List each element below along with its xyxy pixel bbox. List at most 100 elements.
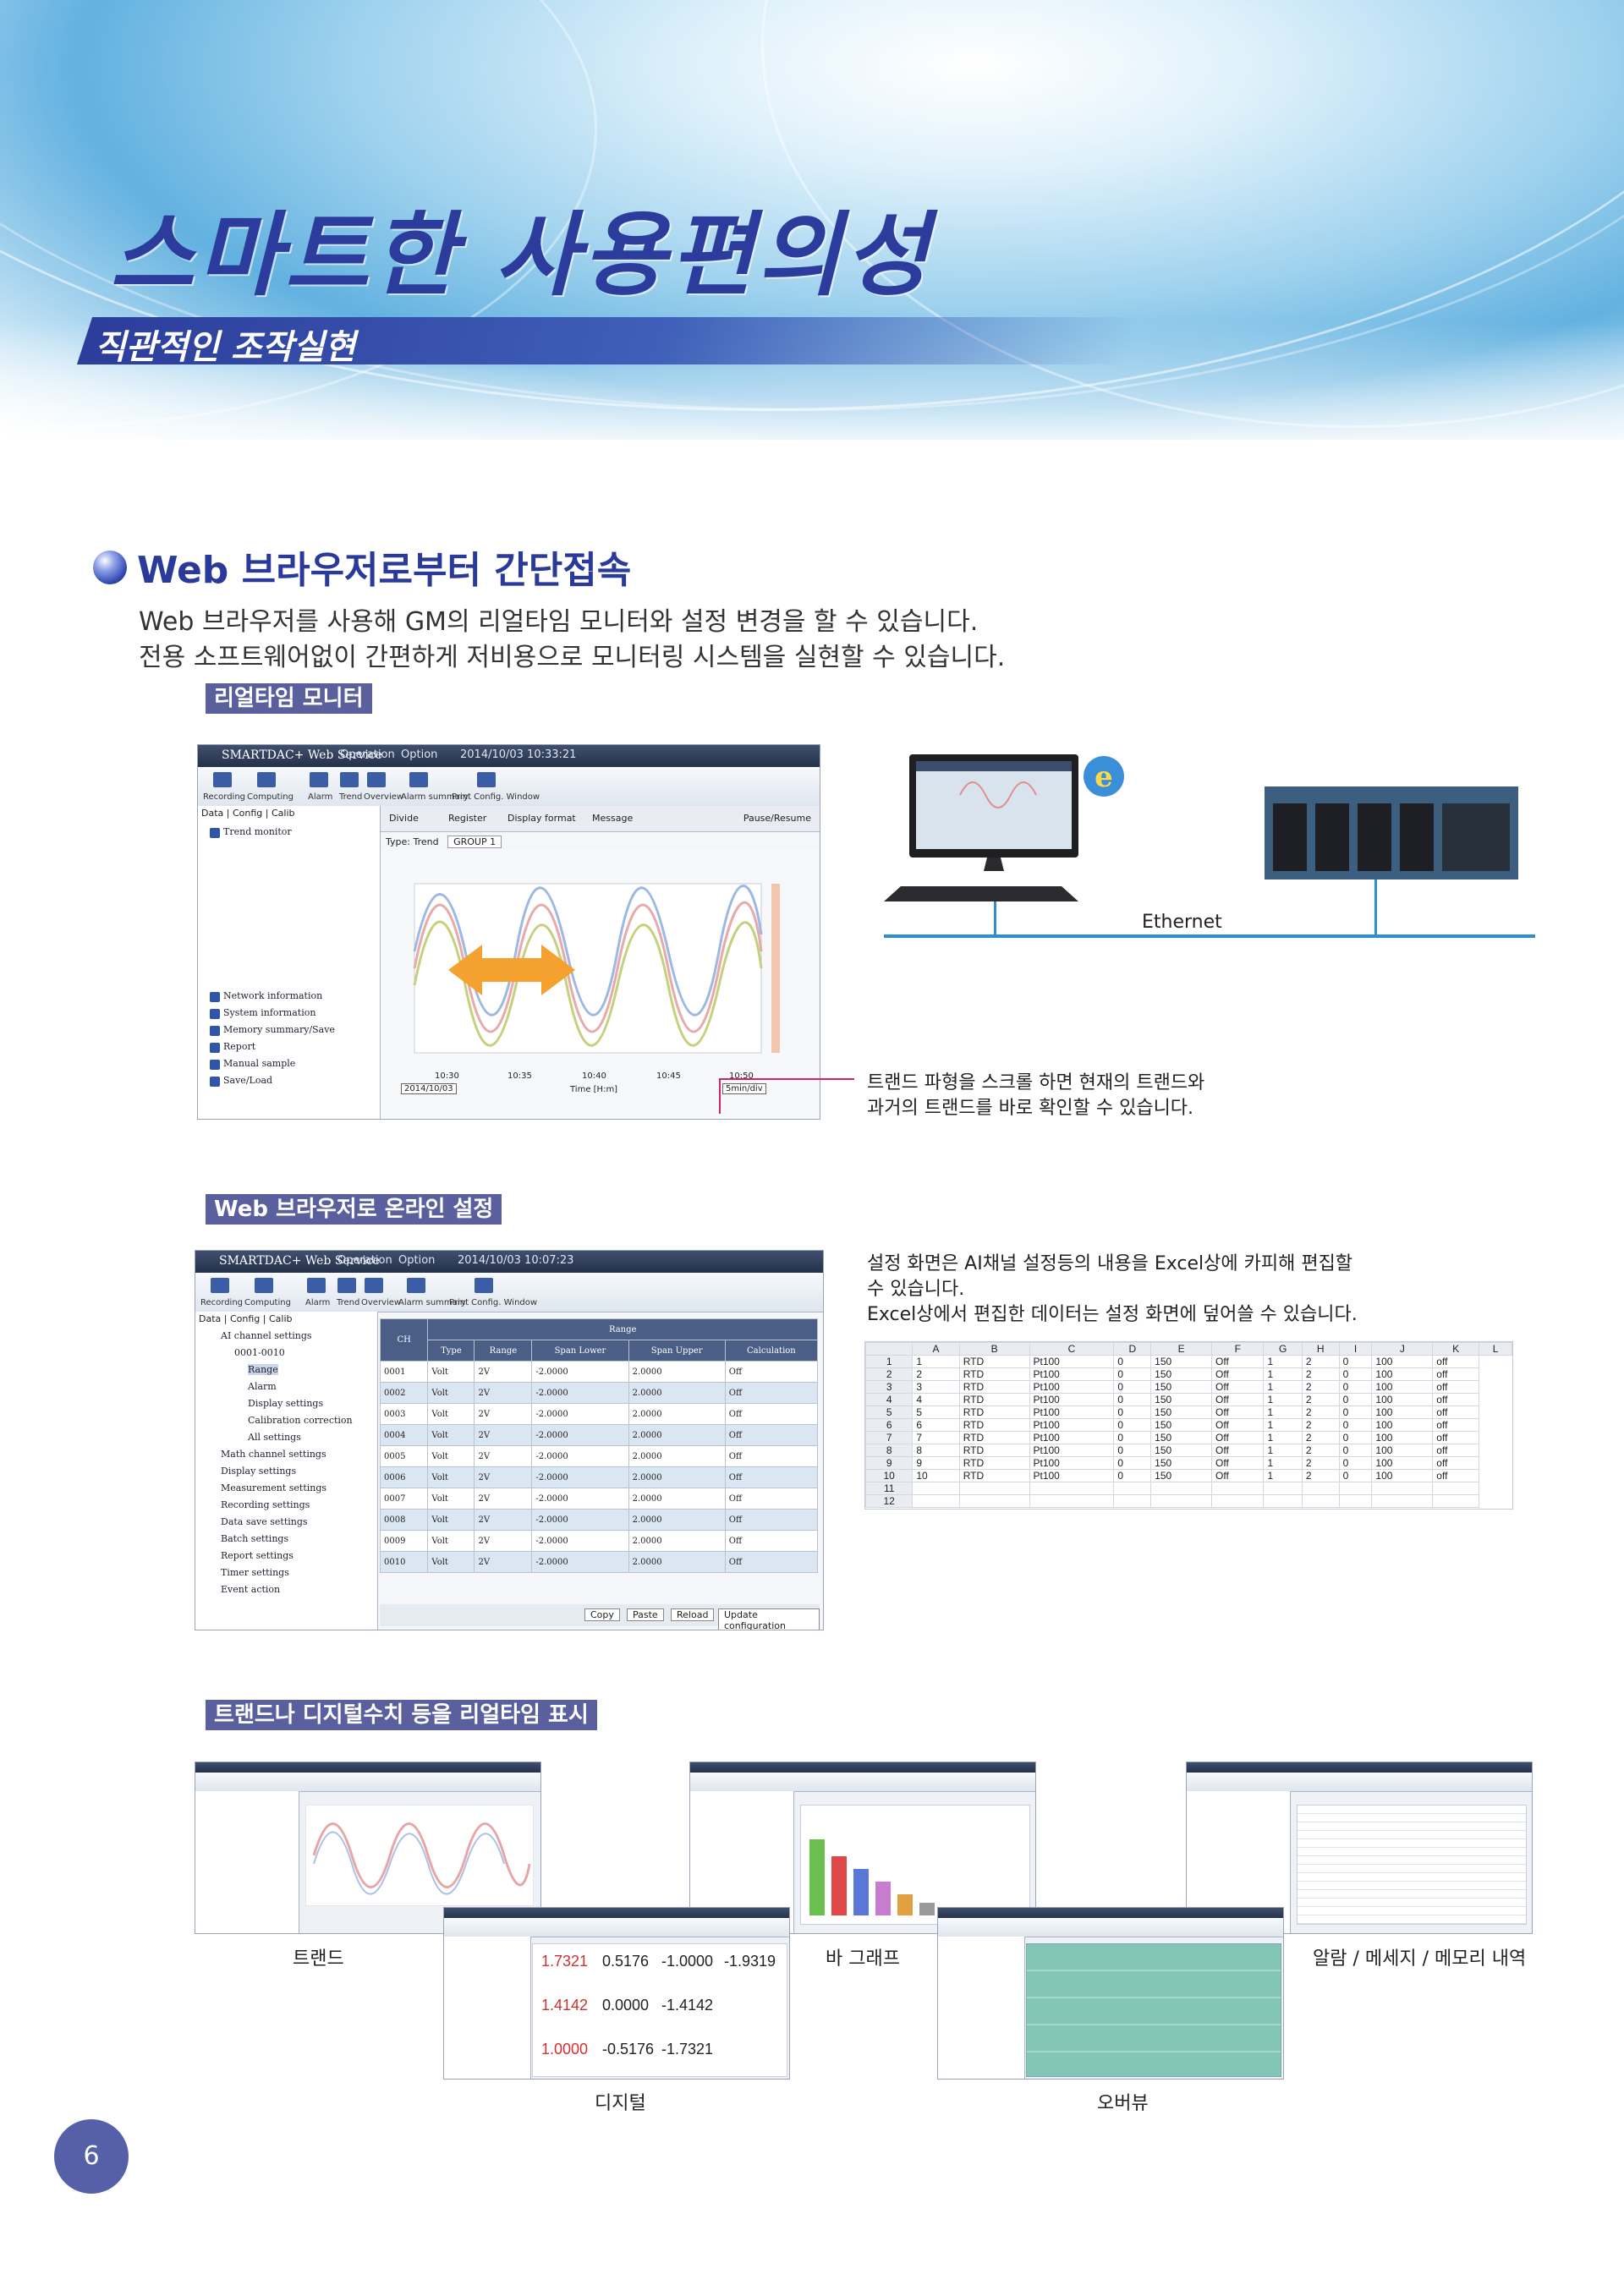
excel-cell[interactable]: off bbox=[1432, 1367, 1480, 1381]
excel-cell[interactable] bbox=[1113, 1482, 1152, 1495]
update-configuration-button[interactable]: Update configuration bbox=[718, 1608, 820, 1630]
tree-item[interactable]: Measurement settings bbox=[221, 1482, 327, 1493]
message-button[interactable]: Message bbox=[592, 813, 634, 824]
excel-cell[interactable]: off bbox=[1432, 1418, 1480, 1432]
excel-cell[interactable]: 150 bbox=[1150, 1456, 1213, 1470]
excel-cell[interactable]: 0 bbox=[1113, 1406, 1152, 1419]
excel-cell[interactable] bbox=[1432, 1482, 1480, 1495]
excel-cell[interactable]: 2 bbox=[1301, 1444, 1340, 1457]
tree-item[interactable]: AI channel settings bbox=[221, 1330, 312, 1341]
table-cell[interactable]: -2.0000 bbox=[531, 1488, 629, 1510]
alarm-icon[interactable] bbox=[310, 772, 328, 787]
excel-cell[interactable] bbox=[1150, 1482, 1213, 1495]
excel-cell[interactable] bbox=[1029, 1482, 1115, 1495]
excel-cell[interactable] bbox=[958, 1494, 1030, 1508]
excel-cell[interactable]: 1 bbox=[1263, 1367, 1303, 1381]
overview-icon[interactable] bbox=[365, 1278, 383, 1293]
table-cell[interactable]: 2V bbox=[474, 1361, 533, 1383]
excel-cell[interactable]: RTD bbox=[958, 1393, 1030, 1406]
excel-cell[interactable]: off bbox=[1432, 1393, 1480, 1406]
excel-cell[interactable]: 0 bbox=[1338, 1367, 1373, 1381]
recording-icon[interactable] bbox=[213, 772, 232, 787]
tree-item[interactable]: Batch settings bbox=[221, 1533, 289, 1544]
excel-cell[interactable]: Pt100 bbox=[1029, 1469, 1115, 1482]
excel-cell[interactable]: Pt100 bbox=[1029, 1431, 1115, 1444]
tab-calib[interactable]: Calib bbox=[271, 808, 295, 819]
excel-cell[interactable]: 0 bbox=[1113, 1418, 1152, 1432]
tree-item[interactable]: Math channel settings bbox=[221, 1449, 326, 1460]
menu-operation[interactable]: Operation bbox=[337, 1254, 392, 1267]
excel-cell[interactable]: RTD bbox=[958, 1444, 1030, 1457]
table-cell[interactable]: -2.0000 bbox=[531, 1466, 629, 1488]
table-cell[interactable]: -2.0000 bbox=[531, 1424, 629, 1446]
excel-cell[interactable]: 0 bbox=[1338, 1469, 1373, 1482]
excel-cell[interactable]: RTD bbox=[958, 1431, 1030, 1444]
reload-button[interactable]: Reload bbox=[671, 1608, 715, 1621]
paste-button[interactable]: Paste bbox=[627, 1608, 664, 1621]
excel-cell[interactable]: 2 bbox=[1301, 1380, 1340, 1394]
excel-cell[interactable]: Pt100 bbox=[1029, 1406, 1115, 1419]
toolbar-print[interactable]: Print Config. Window bbox=[452, 792, 540, 802]
tab-config[interactable]: Config bbox=[232, 808, 263, 819]
excel-cell[interactable]: RTD bbox=[958, 1469, 1030, 1482]
table-cell[interactable]: Volt bbox=[427, 1509, 475, 1531]
excel-cell[interactable]: Off bbox=[1211, 1406, 1265, 1419]
table-cell[interactable]: 2.0000 bbox=[628, 1551, 726, 1573]
excel-cell[interactable]: Pt100 bbox=[1029, 1456, 1115, 1470]
excel-cell[interactable]: 2 bbox=[1301, 1469, 1340, 1482]
excel-cell[interactable]: 1 bbox=[1263, 1444, 1303, 1457]
excel-cell[interactable]: 100 bbox=[1371, 1444, 1434, 1457]
computing-icon[interactable] bbox=[255, 1278, 273, 1293]
table-cell[interactable]: -2.0000 bbox=[531, 1509, 629, 1531]
tree-item[interactable]: Data save settings bbox=[221, 1516, 308, 1527]
tree-item[interactable]: Alarm bbox=[248, 1381, 277, 1392]
excel-cell[interactable]: 1 bbox=[1263, 1406, 1303, 1419]
excel-cell[interactable] bbox=[1029, 1494, 1115, 1508]
excel-cell[interactable]: 2 bbox=[1301, 1431, 1340, 1444]
table-cell[interactable]: 2.0000 bbox=[628, 1403, 726, 1425]
trend-icon[interactable] bbox=[337, 1278, 356, 1293]
alarm-summary-icon[interactable] bbox=[407, 1278, 425, 1293]
excel-cell[interactable]: 2 bbox=[1301, 1418, 1340, 1432]
table-cell[interactable]: 2.0000 bbox=[628, 1382, 726, 1404]
print-icon[interactable] bbox=[475, 1278, 493, 1293]
tree-item[interactable]: 0001-0010 bbox=[234, 1347, 285, 1358]
excel-cell[interactable] bbox=[1211, 1482, 1265, 1495]
excel-cell[interactable]: 6 bbox=[912, 1418, 960, 1432]
excel-cell[interactable]: 100 bbox=[1371, 1469, 1434, 1482]
table-cell[interactable]: Off bbox=[724, 1361, 819, 1383]
excel-cell[interactable]: Off bbox=[1211, 1431, 1265, 1444]
tree-item[interactable]: Memory summary/Save bbox=[223, 1024, 335, 1035]
table-cell[interactable]: 2.0000 bbox=[628, 1488, 726, 1510]
excel-cell[interactable]: RTD bbox=[958, 1418, 1030, 1432]
excel-cell[interactable]: 0 bbox=[1113, 1367, 1152, 1381]
excel-cell[interactable]: 0 bbox=[1338, 1380, 1373, 1394]
excel-cell[interactable]: 100 bbox=[1371, 1367, 1434, 1381]
excel-cell[interactable]: 100 bbox=[1371, 1355, 1434, 1368]
excel-cell[interactable] bbox=[958, 1482, 1030, 1495]
toolbar-trend[interactable]: Trend bbox=[339, 792, 363, 802]
excel-cell[interactable]: 100 bbox=[1371, 1393, 1434, 1406]
excel-cell[interactable]: off bbox=[1432, 1355, 1480, 1368]
toolbar-print[interactable]: Print Config. Window bbox=[449, 1298, 538, 1307]
excel-cell[interactable]: 8 bbox=[912, 1444, 960, 1457]
excel-cell[interactable]: 100 bbox=[1371, 1406, 1434, 1419]
overview-icon[interactable] bbox=[367, 772, 386, 787]
excel-cell[interactable]: 1 bbox=[1263, 1380, 1303, 1394]
excel-cell[interactable]: RTD bbox=[958, 1380, 1030, 1394]
table-cell[interactable]: Off bbox=[724, 1509, 819, 1531]
excel-cell[interactable]: 0 bbox=[1113, 1456, 1152, 1470]
excel-cell[interactable]: Pt100 bbox=[1029, 1418, 1115, 1432]
table-cell[interactable]: Off bbox=[724, 1403, 819, 1425]
tree-item[interactable]: Report settings bbox=[221, 1550, 294, 1561]
excel-cell[interactable]: 9 bbox=[912, 1456, 960, 1470]
excel-cell[interactable]: Pt100 bbox=[1029, 1393, 1115, 1406]
table-cell[interactable]: 2V bbox=[474, 1488, 533, 1510]
table-cell[interactable]: -2.0000 bbox=[531, 1382, 629, 1404]
excel-cell[interactable]: 0 bbox=[1338, 1431, 1373, 1444]
table-cell[interactable]: 2V bbox=[474, 1530, 533, 1552]
